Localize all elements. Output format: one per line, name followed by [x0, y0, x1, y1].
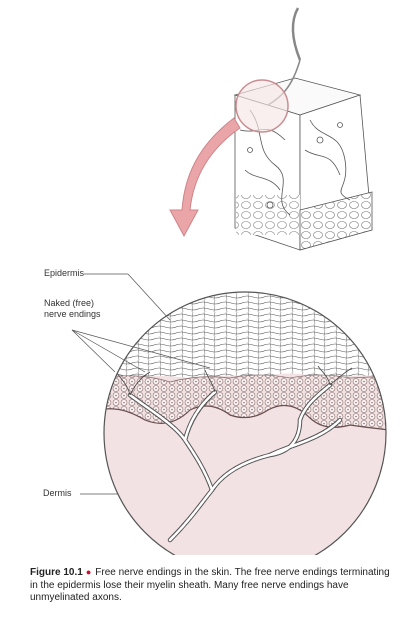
figure-number: Figure 10.1 [30, 567, 83, 578]
caption-text: Free nerve endings in the skin. The free… [30, 567, 390, 603]
label-naked-nerve-endings: Naked (free) nerve endings [44, 298, 124, 320]
figure-caption: Figure 10.1●Free nerve endings in the sk… [30, 566, 390, 605]
label-dermis: Dermis [43, 488, 72, 498]
skin-cross-section [104, 292, 386, 555]
skin-block-3d [233, 7, 373, 251]
label-leader-lines [71, 273, 211, 495]
label-naked-line2: nerve endings [44, 309, 101, 319]
caption-bullet-icon: ● [85, 567, 92, 577]
label-naked-line1: Naked (free) [44, 298, 95, 308]
magnified-region-circle [235, 79, 289, 133]
magnified-circle-outline [103, 291, 387, 555]
zoom-arrow [169, 117, 241, 238]
label-epidermis: Epidermis [44, 268, 85, 278]
skin-nerve-illustration [71, 7, 387, 555]
